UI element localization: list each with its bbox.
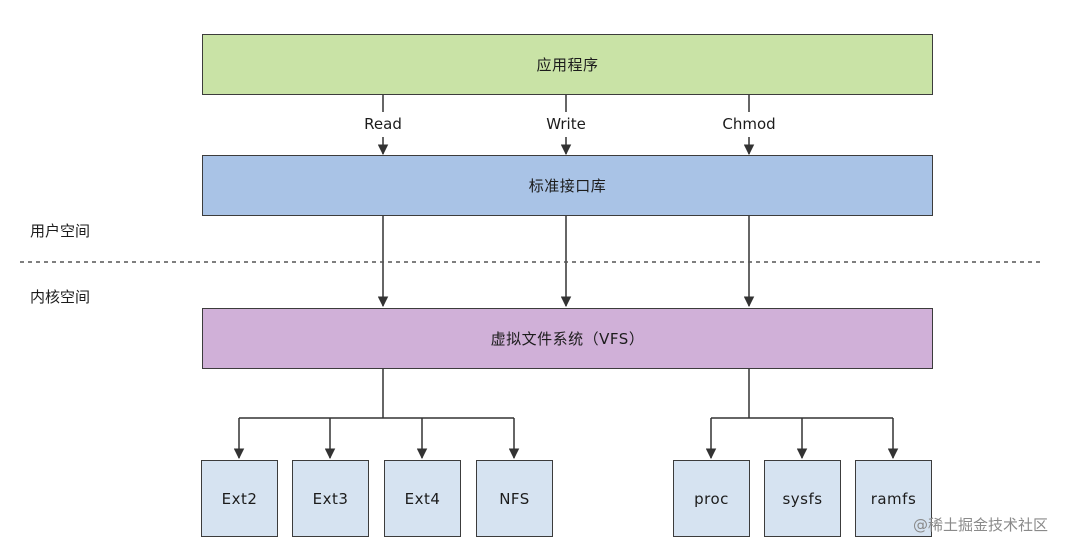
kernel-space-label: 内核空间 [30, 288, 91, 306]
call-label-write: Write [546, 115, 586, 133]
watermark-text: @稀土掘金技术社区 [912, 516, 1048, 534]
fs-label-sysfs: sysfs [782, 489, 823, 508]
fs-box-sysfs: sysfs [764, 460, 841, 537]
user-space-label: 用户空间 [30, 222, 91, 240]
fs-label-ramfs: ramfs [870, 489, 917, 508]
application-layer: 应用程序 [202, 34, 933, 95]
fs-label-nfs: NFS [499, 489, 530, 508]
fs-label-ext4: Ext4 [404, 489, 441, 508]
vfs-layer-label: 虚拟文件系统（VFS） [490, 330, 645, 348]
fs-box-ext4: Ext4 [384, 460, 461, 537]
application-layer-label: 应用程序 [536, 56, 599, 74]
fs-box-ramfs: ramfs [855, 460, 932, 537]
standard-library-layer: 标准接口库 [202, 155, 933, 216]
fs-label-ext3: Ext3 [312, 489, 349, 508]
call-label-read: Read [364, 115, 402, 133]
fs-label-ext2: Ext2 [221, 489, 258, 508]
standard-library-layer-label: 标准接口库 [528, 177, 607, 195]
call-label-chmod: Chmod [722, 115, 776, 133]
fs-box-ext3: Ext3 [292, 460, 369, 537]
fs-box-proc: proc [673, 460, 750, 537]
fs-box-nfs: NFS [476, 460, 553, 537]
fs-label-proc: proc [694, 489, 729, 508]
fs-box-ext2: Ext2 [201, 460, 278, 537]
vfs-layer: 虚拟文件系统（VFS） [202, 308, 933, 369]
